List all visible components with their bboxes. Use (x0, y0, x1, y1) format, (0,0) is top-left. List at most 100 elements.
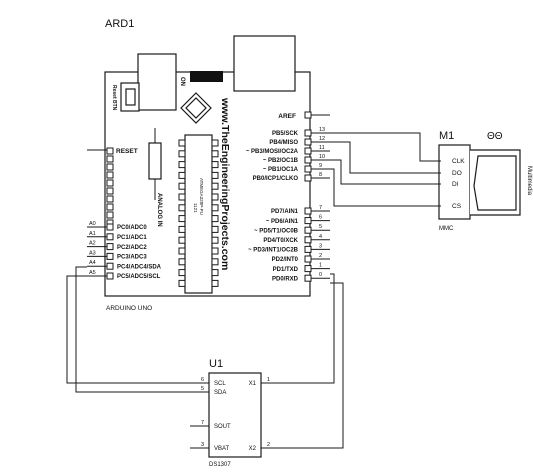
analog-in-label: ANALOG IN (156, 193, 162, 227)
rtc-pin-number: 7 (201, 420, 204, 426)
digital-pin-label: PB0/ICP1/CLKO (253, 176, 299, 182)
reset-pin-label: RESET (116, 148, 138, 155)
digital-pin-label: PB4/MISO (269, 140, 298, 146)
chip-pin-left (178, 204, 186, 212)
digital-pin-box (304, 245, 312, 253)
wire-x1 (280, 273, 335, 384)
power-header-pin (106, 195, 114, 203)
digital-pin-box (304, 274, 312, 282)
digital-pin-box (304, 217, 312, 225)
digital-pin-label: PD7/AIN1 (271, 209, 299, 215)
analog-pin-box (106, 233, 114, 241)
mmc-type: MMC (439, 226, 454, 232)
digital-pin-box (304, 138, 312, 146)
mmc-pin-label: DO (452, 170, 462, 177)
analog-pin-box (106, 262, 114, 270)
rtc-pin-label: SDA (214, 390, 226, 396)
analog-pin-box (106, 272, 114, 280)
analog-pin-label: PC1/ADC1 (117, 235, 147, 241)
rtc-pin-label: X1 (249, 381, 257, 387)
wire-scl (66, 275, 190, 384)
digital-pin-number: 6 (319, 215, 322, 221)
analog-pin-number: A5 (89, 270, 96, 276)
mmc-ref2: ΘΘ (487, 131, 503, 142)
analog-pin-number: A4 (89, 260, 96, 266)
digital-pin-number: 0 (319, 272, 322, 278)
digital-pin-label: ~ PB3/MOSI/OC2A (246, 149, 299, 155)
arduino-ref: ARD1 (105, 18, 134, 30)
digital-pin-number: 1 (319, 263, 322, 269)
chip-pin-left (178, 193, 186, 201)
digital-pin-label: ~ PB1/OC1A (263, 167, 299, 173)
rtc-body (208, 372, 262, 458)
chip-pin-left (178, 225, 186, 233)
rtc-pin-label: X2 (249, 446, 257, 452)
analog-pin-number: A1 (89, 231, 96, 237)
wire-sda (75, 266, 190, 393)
chip-pin-right (211, 247, 219, 255)
chip-pin-right (211, 193, 219, 201)
on-label: ON (179, 77, 185, 86)
mmc-body (438, 144, 471, 220)
digital-pin-number: 10 (319, 154, 325, 160)
power-header-pin (106, 147, 114, 155)
digital-pin-label: ~ PD3/INT1/OC2B (248, 248, 299, 254)
analog-pin-box (106, 243, 114, 251)
rtc-pin-number: 5 (201, 386, 204, 392)
analog-pin-label: PC3/ADC3 (117, 255, 147, 261)
power-header-pin (106, 155, 114, 163)
chip-pin-right (211, 204, 219, 212)
chip-pin-left (178, 247, 186, 255)
digital-pin-number: 5 (319, 224, 322, 230)
digital-pin-box (304, 165, 312, 173)
chip-date: 1121 (193, 203, 198, 213)
aref-pin-box (304, 111, 312, 119)
rtc-pin-number: 2 (267, 442, 270, 448)
wire-mosi-di (330, 159, 441, 185)
digital-pin-box (304, 265, 312, 273)
digital-pin-label: ~ PB2/OC1B (263, 158, 299, 164)
digital-pin-number: 11 (319, 145, 325, 151)
analog-pin-box (106, 252, 114, 260)
digital-pin-box (304, 129, 312, 137)
arduino-model: ARDUINO UNO (106, 305, 152, 312)
mmc-ref: M1 (439, 130, 454, 142)
rtc-pin-label: SCL (214, 381, 226, 387)
power-header-pin (106, 203, 114, 211)
digital-pin-number: 3 (319, 243, 322, 249)
chip-pin-right (211, 182, 219, 190)
rtc-pin-number: 6 (201, 377, 204, 383)
rtc-pin-label: SOUT (214, 424, 231, 430)
digital-pin-number: 12 (319, 136, 325, 142)
digital-pin-number: 13 (319, 127, 325, 133)
chip-pin-left (178, 139, 186, 147)
digital-pin-box (304, 156, 312, 164)
digital-pin-label: PB5/SCK (272, 131, 299, 137)
chip-pin-right (211, 215, 219, 223)
analog-pin-label: PC4/ADC4/SDA (117, 264, 162, 270)
mmc-pin-label: CS (452, 203, 462, 210)
chip-pin-rows (178, 139, 219, 287)
chip-pin-right (211, 258, 219, 266)
reset-button-cap (125, 88, 136, 106)
power-header-pin (106, 179, 114, 187)
chip-pin-right (211, 279, 219, 287)
rtc-pin-label: VBAT (214, 446, 230, 452)
chip-pin-left (178, 182, 186, 190)
led-strip (190, 71, 223, 82)
digital-pin-box (304, 226, 312, 234)
digital-pin-label: ~ PD5/T1/OC0B (254, 228, 299, 234)
power-jack (137, 53, 177, 111)
digital-pin-box (304, 207, 312, 215)
arduino-uno: ARD1 Reset BTN ON www.TheEngineeringProj… (87, 18, 330, 312)
rtc-ref: U1 (209, 358, 223, 370)
chip-pin-left (178, 269, 186, 277)
power-header-pin (106, 211, 114, 219)
digital-pin-number: 2 (319, 253, 322, 259)
usb-connector (233, 35, 296, 92)
chip-pin-right (211, 171, 219, 179)
